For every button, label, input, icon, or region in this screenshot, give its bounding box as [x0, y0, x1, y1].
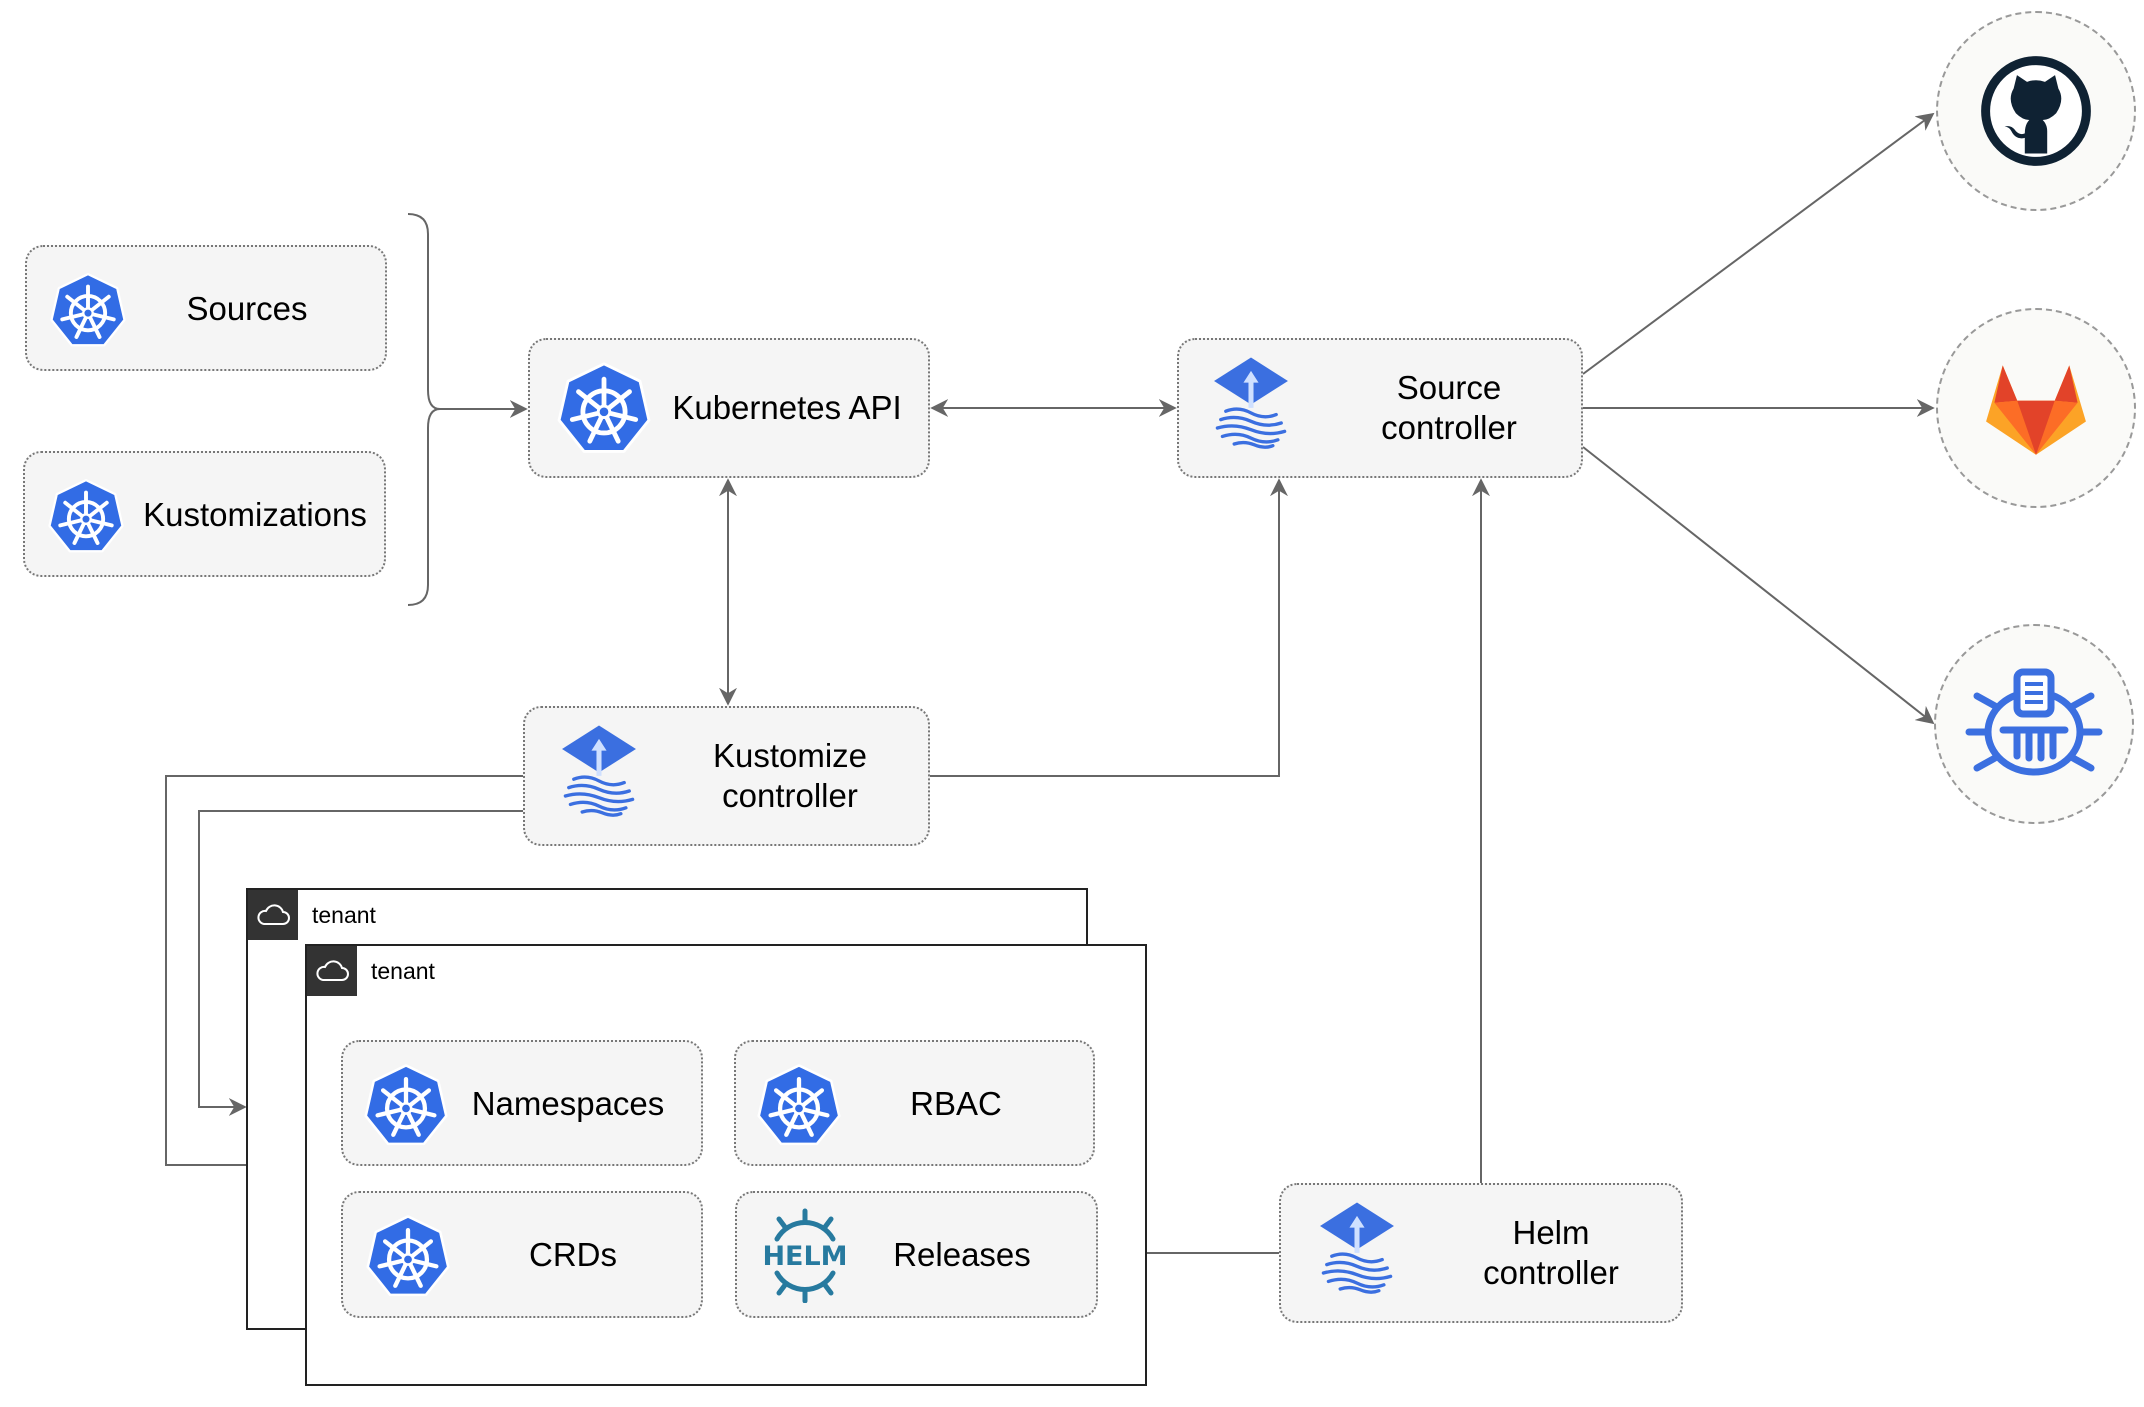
releases-node[interactable]: HELM Releases: [735, 1191, 1098, 1318]
kubernetes-icon: [556, 360, 652, 456]
helm-controller-node[interactable]: Helm controller: [1279, 1183, 1683, 1323]
kustomizations-node[interactable]: Kustomizations: [23, 451, 386, 577]
sources-node[interactable]: Sources: [25, 245, 387, 371]
gitlab-icon: [1986, 365, 2086, 455]
source-controller-label-line2: controller: [1381, 409, 1517, 446]
kubernetes-icon: [756, 1062, 842, 1148]
tenant-label: tenant: [312, 902, 376, 928]
harbor-source[interactable]: [1934, 624, 2134, 824]
bracket: [407, 213, 441, 606]
cloud-icon: [248, 890, 298, 940]
helm-logo-text: HELM: [762, 1241, 847, 1272]
kustomize-controller-label-line1: Kustomize: [712, 737, 868, 774]
kubernetes-icon: [49, 271, 127, 349]
kustomize-controller-node[interactable]: Kustomize controller: [523, 706, 930, 846]
kustomize-controller-label-line2: controller: [722, 777, 858, 814]
helm-controller-label-line2: controller: [1483, 1254, 1619, 1291]
github-source[interactable]: [1936, 11, 2136, 211]
rbac-node[interactable]: RBAC: [734, 1040, 1095, 1166]
sources-label: Sources: [186, 290, 308, 327]
flux-icon: [1315, 1197, 1399, 1297]
arrow-source-to-harbor: [1582, 446, 1935, 725]
namespaces-node[interactable]: Namespaces: [341, 1040, 703, 1166]
arrow-source-to-github: [1582, 112, 1935, 375]
arrow-kustomize-to-tenant-back: [198, 810, 523, 1116]
arrow-kustomize-to-tenant-front: [165, 775, 523, 1174]
flux-icon: [557, 720, 641, 820]
arrow-kustomize-to-source: [930, 478, 1288, 777]
kubernetes-api-node[interactable]: Kubernetes API: [528, 338, 930, 478]
source-controller-node[interactable]: Source controller: [1177, 338, 1583, 478]
cloud-icon: [307, 946, 357, 996]
crds-label: CRDs: [529, 1236, 617, 1273]
helm-controller-label-line1: Helm: [1512, 1214, 1590, 1251]
kubernetes-icon: [363, 1062, 449, 1148]
kustomizations-label: Kustomizations: [143, 496, 367, 533]
namespaces-label: Namespaces: [471, 1085, 665, 1122]
tenant-label: tenant: [371, 958, 435, 984]
kubernetes-icon: [365, 1213, 451, 1299]
rbac-label: RBAC: [910, 1085, 1002, 1122]
flux-icon: [1209, 352, 1293, 452]
github-icon: [1981, 56, 2091, 166]
crds-node[interactable]: CRDs: [341, 1191, 703, 1318]
helm-icon: HELM: [762, 1208, 848, 1303]
kubernetes-icon: [47, 477, 125, 555]
releases-label: Releases: [893, 1236, 1031, 1273]
gitlab-source[interactable]: [1936, 308, 2136, 508]
harbor-icon: [1965, 668, 2103, 776]
source-controller-label-line1: Source: [1396, 369, 1502, 406]
kubernetes-api-label: Kubernetes API: [672, 389, 902, 426]
